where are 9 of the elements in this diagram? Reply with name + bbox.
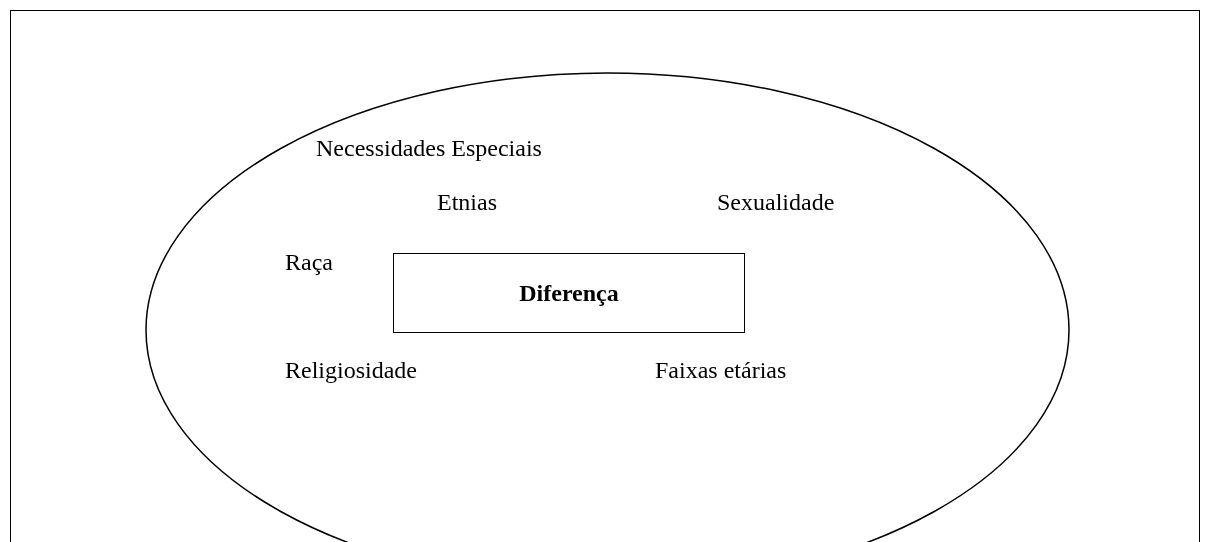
concept-box [393, 253, 745, 333]
category-label: Faixas etárias [655, 358, 787, 382]
ellipse-outline [145, 72, 1070, 542]
category-label: Raça [285, 250, 333, 274]
concept-label: Diferença [519, 279, 619, 307]
category-label: Necessidades Especiais [316, 136, 542, 160]
category-label: Sexualidade [717, 190, 835, 214]
category-label: Etnias [437, 190, 497, 214]
category-label: Religiosidade [285, 358, 417, 382]
